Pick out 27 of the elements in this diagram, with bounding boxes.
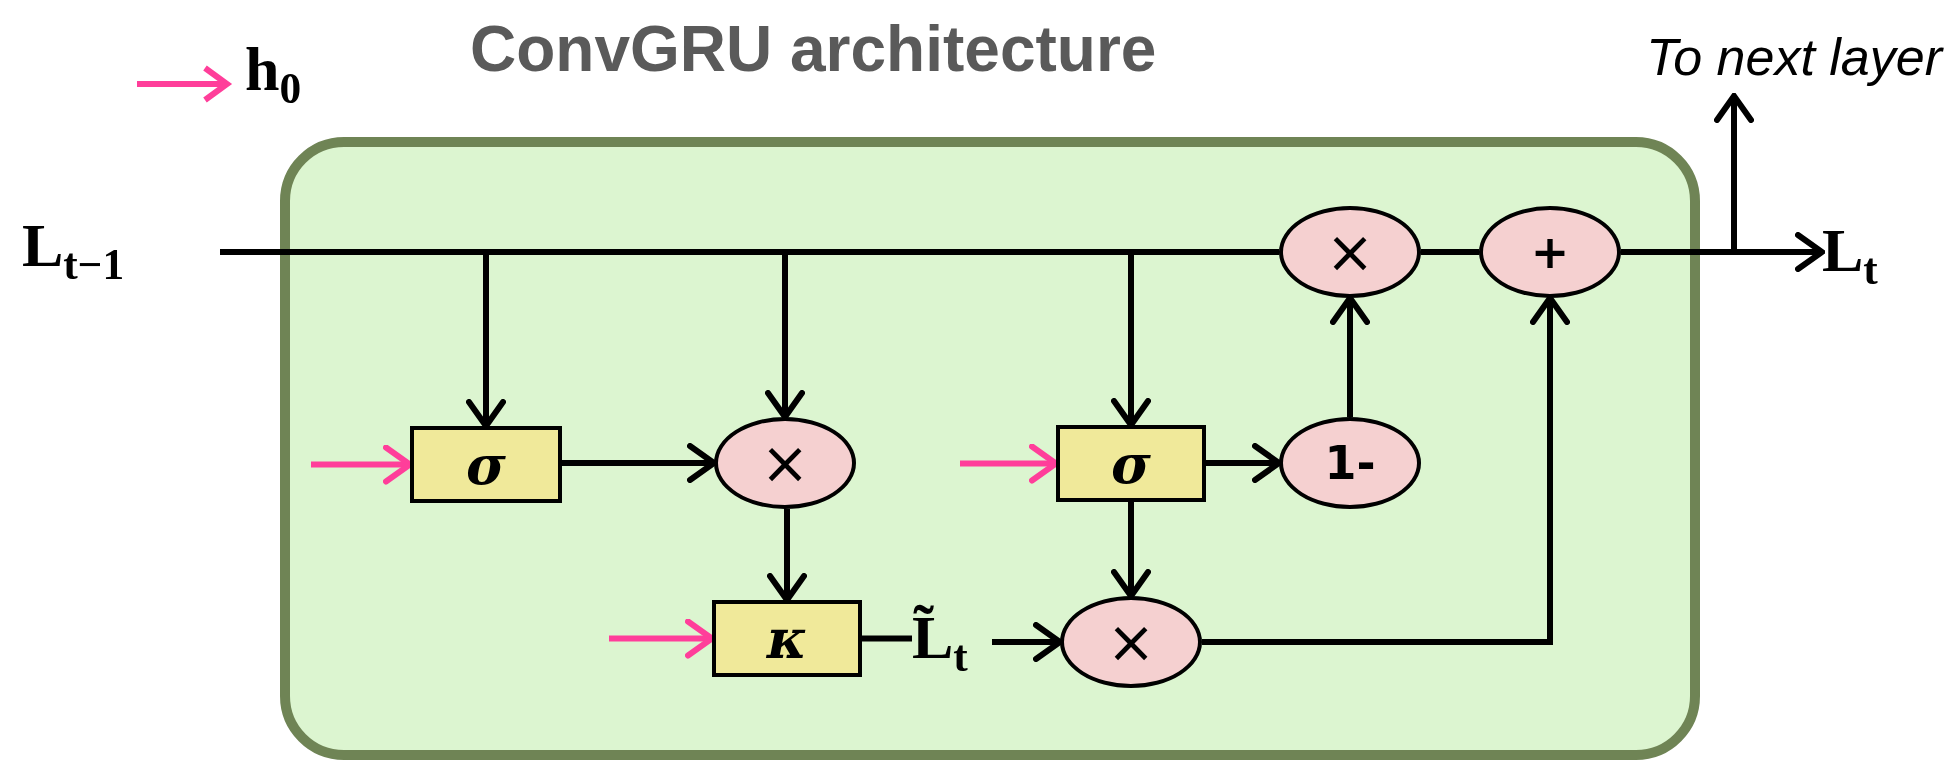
variable-label: L$_{t−1}$ [22,200,220,300]
connector-line [1421,249,1479,255]
arrow [1206,443,1282,483]
gate-box: σ [410,426,562,503]
operator-ellipse: + [1479,206,1621,298]
arrow [1202,295,1570,645]
legend-label: h$_{0}$ [245,34,302,113]
operator-ellipse: × [714,417,856,509]
operator-ellipse: × [1279,206,1421,298]
variable-label: L̃$_{t}$ [912,596,992,688]
gate-box: σ [1056,425,1206,502]
connector-line [862,635,912,642]
operator-ellipse: × [1060,596,1202,688]
diagram-title: ConvGRU architecture [470,12,1157,86]
variable-label: L$_{t}$ [1822,205,1942,305]
arrow [992,622,1063,662]
arrow [767,509,807,603]
gate-box: κ [712,600,862,677]
input-arrow [960,443,1059,484]
operator-ellipse: 1- [1279,417,1421,509]
container-box [280,137,1700,760]
output-note: To next layer [1480,18,1942,96]
arrow [1111,502,1151,599]
input-arrow [311,444,413,485]
input-arrow [609,618,715,659]
arrow [562,443,717,483]
arrow [1330,295,1370,417]
